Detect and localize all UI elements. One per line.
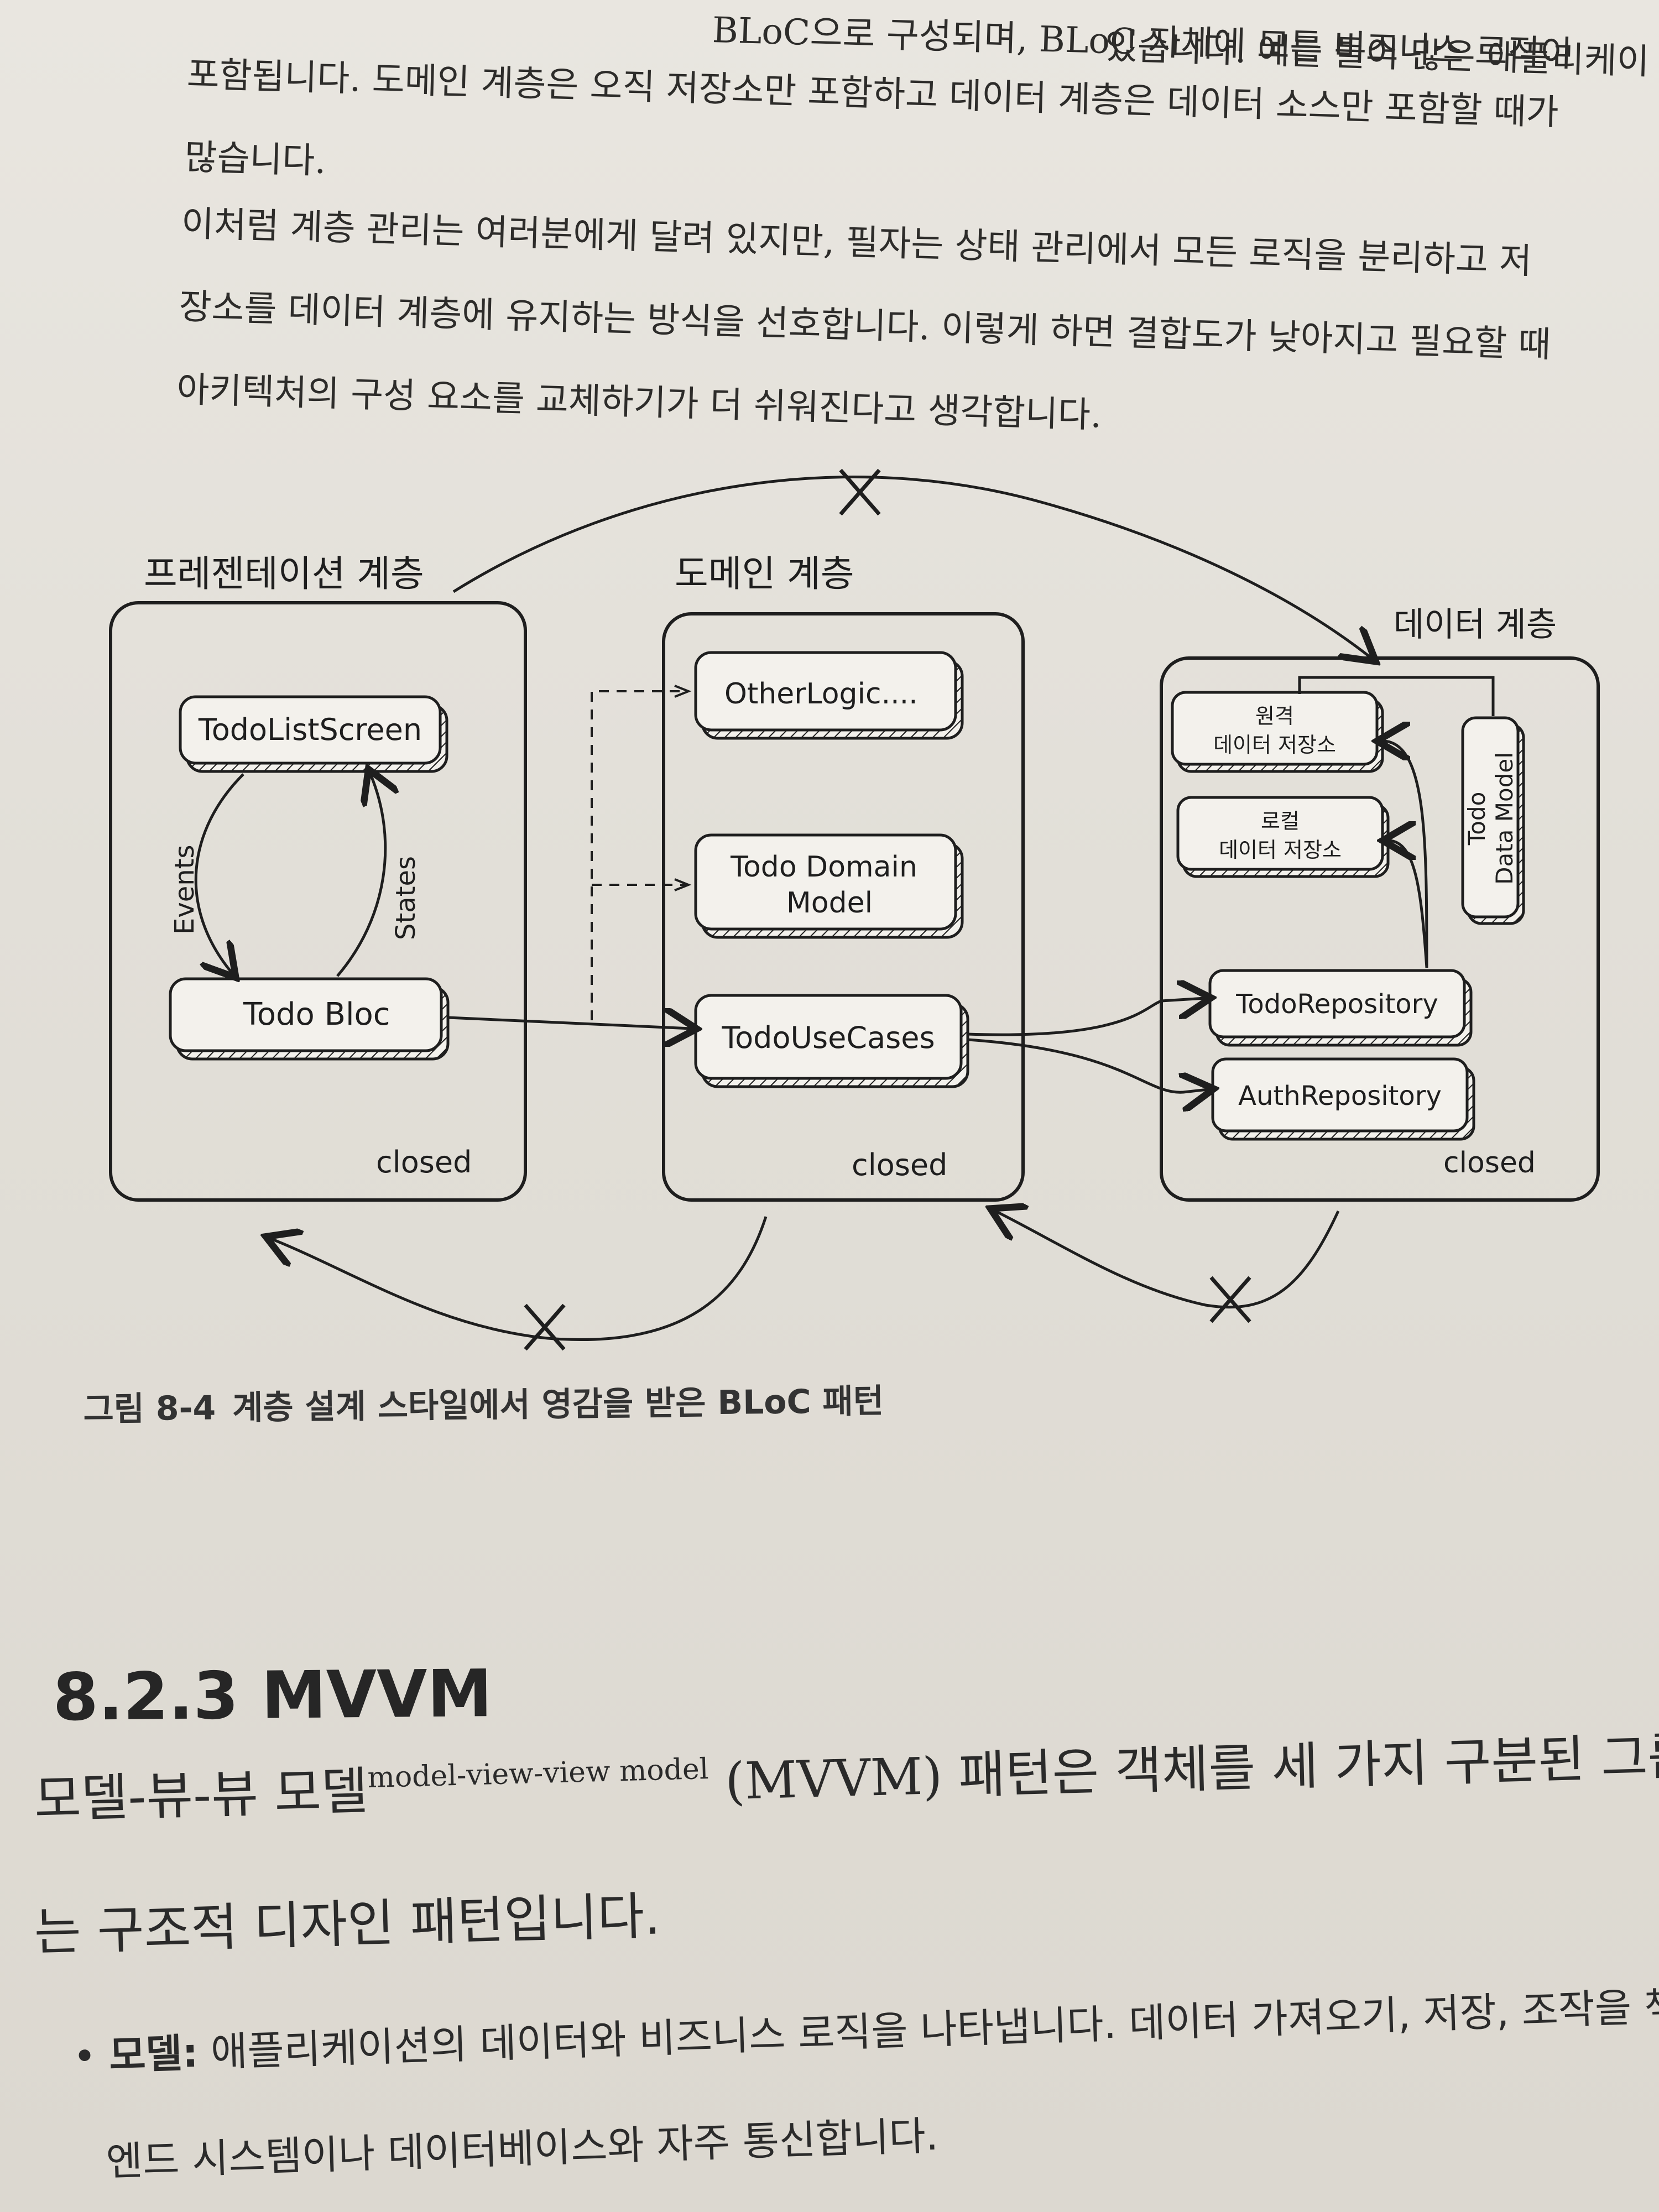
svg-text:로컬: 로컬 — [1261, 809, 1300, 833]
todo-data-model-node: Todo Data Model — [1461, 716, 1525, 925]
figure-caption-text: 계층 설계 스타일에서 영감을 받은 BLoC 패턴 — [232, 1381, 884, 1428]
states-label: States — [390, 856, 421, 940]
domain-layer-box — [662, 612, 1025, 1202]
bullet-model: • 모델: 애플리케이션의 데이터와 비즈니스 로직을 나타냅니다. 데이터 가… — [72, 1971, 1659, 2081]
svg-text:Todo Bloc: Todo Bloc — [243, 997, 390, 1032]
figure-number: 그림 8-4 — [83, 1389, 216, 1429]
section-heading: 8.2.3 MVVM — [53, 1655, 493, 1735]
forbidden-x-bottom-left — [524, 1303, 566, 1351]
todo-list-screen-node: TodoListScreen — [179, 695, 448, 773]
local-data-store-node: 로컬 데이터 저장소 — [1176, 796, 1390, 878]
dashed-arrowhead-other — [674, 685, 692, 698]
repo-to-local-store-arrow — [1388, 841, 1428, 968]
auth-repository-node: AuthRepository — [1211, 1057, 1475, 1141]
bullet-term: 모델: — [108, 2029, 199, 2079]
forbidden-data-to-domain-arc — [995, 1211, 1340, 1309]
presentation-closed-label: closed — [376, 1145, 472, 1180]
remote-data-store-node: 원격 데이터 저장소 — [1171, 691, 1384, 773]
svg-text:AuthRepository: AuthRepository — [1238, 1081, 1442, 1112]
svg-text:원격: 원격 — [1255, 704, 1294, 728]
svg-text:데이터 저장소: 데이터 저장소 — [1219, 838, 1342, 862]
repo-to-remote-store-arrow — [1383, 741, 1428, 968]
svg-text:Todo Domain: Todo Domain — [730, 851, 917, 884]
data-layer-title: 데이터 계층 — [1394, 606, 1557, 644]
bloc-to-usecases-arrow — [447, 1018, 691, 1029]
forbidden-x-top — [839, 468, 881, 516]
svg-text:TodoUseCases: TodoUseCases — [721, 1020, 935, 1055]
forbidden-x-bottom-right — [1209, 1276, 1251, 1323]
section-line-2: 는 구조적 디자인 패턴입니다. — [33, 1886, 661, 1962]
main-paragraph: 이처럼 계층 관리는 여러분에게 달려 있지만, 필자는 상태 관리에서 모든 … — [175, 182, 1564, 470]
domain-layer-title: 도메인 계층 — [675, 552, 854, 595]
svg-text:TodoListScreen: TodoListScreen — [198, 712, 422, 747]
figure-caption: 그림 8-4 계층 설계 스타일에서 영감을 받은 BLoC 패턴 — [83, 1374, 884, 1431]
todo-repository-node: TodoRepository — [1208, 969, 1473, 1047]
todo-bloc-node: Todo Bloc — [169, 977, 450, 1061]
svg-text:Data Model: Data Model — [1491, 752, 1518, 885]
usecases-to-auth-repo-arrow — [967, 1038, 1208, 1092]
todo-use-cases-node: TodoUseCases — [694, 994, 969, 1088]
svg-text:Todo: Todo — [1463, 792, 1490, 846]
dashed-arrowhead-model — [674, 878, 692, 891]
other-logic-node: OtherLogic.... — [694, 651, 964, 740]
acronym: (MVVM) — [724, 1746, 943, 1812]
events-arrow — [194, 773, 244, 973]
presentation-layer-title: 프레젠테이션 계층 — [144, 552, 424, 595]
todo-domain-model-node: Todo Domain Model — [694, 833, 964, 939]
domain-closed-label: closed — [852, 1147, 947, 1182]
svg-text:TodoRepository: TodoRepository — [1235, 989, 1438, 1020]
bullet-model-line-2: 엔드 시스템이나 데이터베이스와 자주 통신합니다. — [105, 2112, 939, 2185]
data-model-link — [1298, 676, 1495, 716]
events-label: Events — [169, 844, 200, 935]
data-closed-label: closed — [1443, 1146, 1536, 1180]
usecases-to-todo-repo-arrow — [967, 998, 1206, 1036]
states-arrow — [336, 774, 385, 977]
forbidden-domain-to-presentation-arc — [271, 1216, 768, 1342]
svg-text:Model: Model — [786, 886, 873, 920]
svg-text:데이터 저장소: 데이터 저장소 — [1213, 733, 1336, 757]
svg-text:OtherLogic....: OtherLogic.... — [724, 677, 918, 711]
english-term: model-view-view model — [367, 1752, 709, 1795]
bullet-line-1: 애플리케이션의 데이터와 비즈니스 로직을 나타냅니다. 데이터 가져오기, 저… — [197, 1980, 1659, 2076]
presentation-layer-box — [109, 601, 527, 1202]
forbidden-presentation-to-data-arc — [452, 476, 1371, 658]
dashed-branch — [591, 690, 688, 1020]
bloc-architecture-diagram: 프레젠테이션 계층 도메인 계층 데이터 계층 TodoListScreen T… — [109, 468, 1600, 1351]
bullet-marker: • — [72, 2032, 97, 2080]
